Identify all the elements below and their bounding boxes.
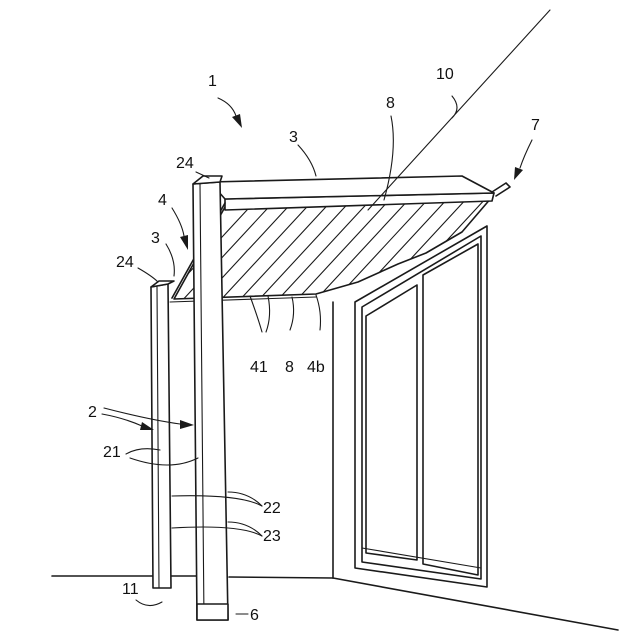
leader-41-a [250,296,262,332]
label-1: 1 [208,73,217,90]
post-left [151,281,174,588]
louver-slat [369,196,469,304]
ground-line-wall [229,577,333,578]
label-10: 10 [436,66,454,83]
label-3-left: 3 [151,230,160,247]
label-11: 11 [122,581,139,598]
louver-slat [236,196,336,304]
label-4b: 4b [307,359,325,376]
window-right-pane [423,244,478,575]
louver-slat [350,196,450,304]
label-8-top: 8 [386,95,395,112]
louver-slat [426,196,526,304]
leader-3-left [166,244,174,276]
arrow-7-shaft [520,140,532,168]
leader-3-top [298,145,316,176]
label-22: 22 [263,500,281,517]
post-right [193,176,228,620]
roof-louvers [160,196,583,304]
leader-41-b [266,296,270,332]
window-left-pane [366,285,417,560]
label-6: 6 [250,607,259,624]
louver-slat [312,196,412,304]
leader-4b [316,295,321,330]
leader-8-bottom [290,297,294,330]
sliding-window [355,226,487,587]
label-8-bottom: 8 [285,359,294,376]
label-24-top: 24 [176,155,194,172]
arrow-1-head [232,114,242,128]
label-2: 2 [88,404,97,421]
post-left-body [151,284,171,588]
arrow-1-shaft [218,98,236,116]
arrow-4-shaft [172,208,184,236]
louver-slat [445,196,545,304]
label-21: 21 [103,444,121,461]
leader-24-left [138,268,158,282]
louver-slat [483,196,583,304]
leader-11 [136,600,162,606]
window-outer-frame [355,226,487,587]
louver-slat [293,196,393,304]
arrow-2b-head [180,420,194,429]
louver-slat [388,196,488,304]
post-base-6 [197,604,228,620]
louver-slat [274,196,374,304]
post-right-body [193,182,228,620]
label-7: 7 [531,117,540,134]
arrow-4-head [180,235,188,250]
gutter-end-7 [492,183,510,196]
louver-slat [217,196,317,304]
label-41: 41 [250,359,268,376]
label-23: 23 [263,528,281,545]
label-3-top: 3 [289,129,298,146]
arrow-7-head [514,167,523,180]
label-4: 4 [158,192,167,209]
label-24-left: 24 [116,254,134,271]
roof-panel [160,176,583,304]
